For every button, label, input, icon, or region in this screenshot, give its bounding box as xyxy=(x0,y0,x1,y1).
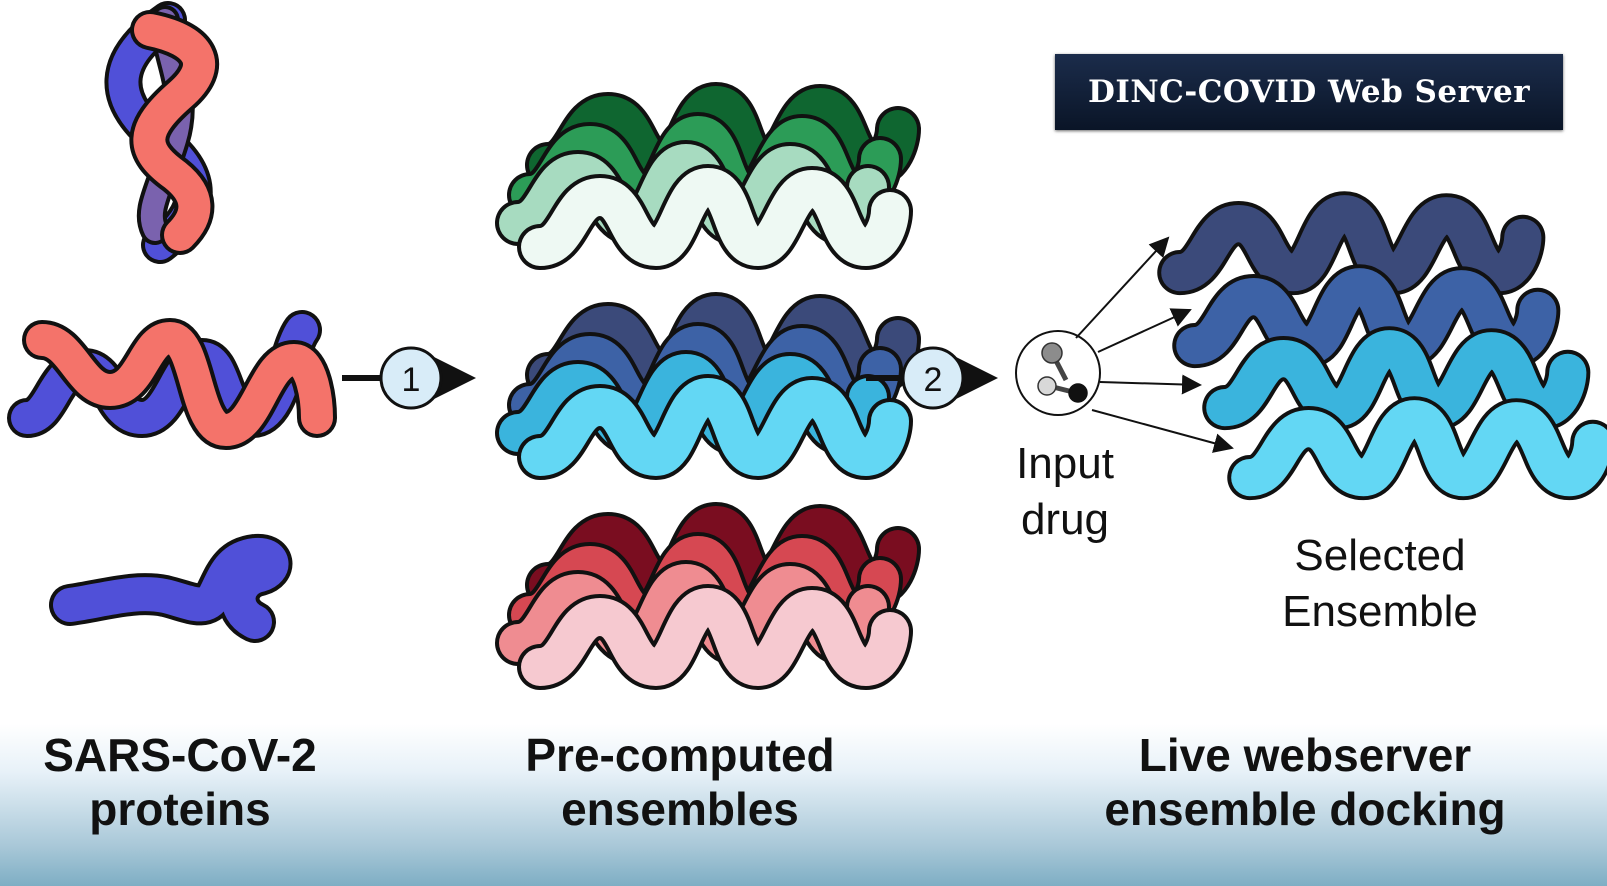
step-1-arrow: 1 xyxy=(342,346,476,410)
caption-docking-line-2: ensemble docking xyxy=(1104,783,1506,835)
caption-proteins-line-1: SARS-CoV-2 xyxy=(43,729,317,781)
caption-docking-line-1: Live webserver xyxy=(1138,729,1472,781)
input-drug-line-2: drug xyxy=(1020,495,1110,544)
web-server-banner: DINC-COVID Web Server xyxy=(1055,54,1563,130)
caption-ensembles-line-1: Pre-computed xyxy=(525,729,835,781)
selected-ensemble-line-1: Selected xyxy=(1294,531,1466,580)
caption-band xyxy=(0,724,1607,886)
caption-proteins: SARS-CoV-2 proteins xyxy=(0,728,360,836)
drug-molecule-icon xyxy=(1015,330,1101,416)
docking-arrows xyxy=(1075,236,1234,453)
caption-ensembles: Pre-computed ensembles xyxy=(470,728,890,836)
selected-ensemble-line-2: Ensemble xyxy=(1282,587,1478,636)
step-2-arrow: 2 xyxy=(866,346,998,410)
protein-helix-dimer xyxy=(104,1,219,264)
red-ensemble xyxy=(518,525,898,667)
input-drug-line-1: Input xyxy=(1016,439,1114,488)
caption-ensembles-line-2: ensembles xyxy=(561,783,799,835)
protein-wave-dimer xyxy=(7,310,337,451)
input-drug-label: Input drug xyxy=(990,436,1140,548)
protein-monomer xyxy=(49,533,293,643)
step-2-circle xyxy=(901,346,965,410)
selected-ensemble-label: Selected Ensemble xyxy=(1240,528,1520,640)
green-ensemble xyxy=(518,105,898,247)
banner-title: DINC-COVID Web Server xyxy=(1087,74,1531,110)
caption-proteins-line-2: proteins xyxy=(89,783,271,835)
step-1-number: 1 xyxy=(402,361,421,399)
blue-ensemble xyxy=(518,315,898,457)
step-2-number: 2 xyxy=(924,361,943,399)
step-1-circle xyxy=(379,346,443,410)
caption-docking: Live webserver ensemble docking xyxy=(1030,728,1580,836)
selected-ensemble xyxy=(1180,214,1593,478)
